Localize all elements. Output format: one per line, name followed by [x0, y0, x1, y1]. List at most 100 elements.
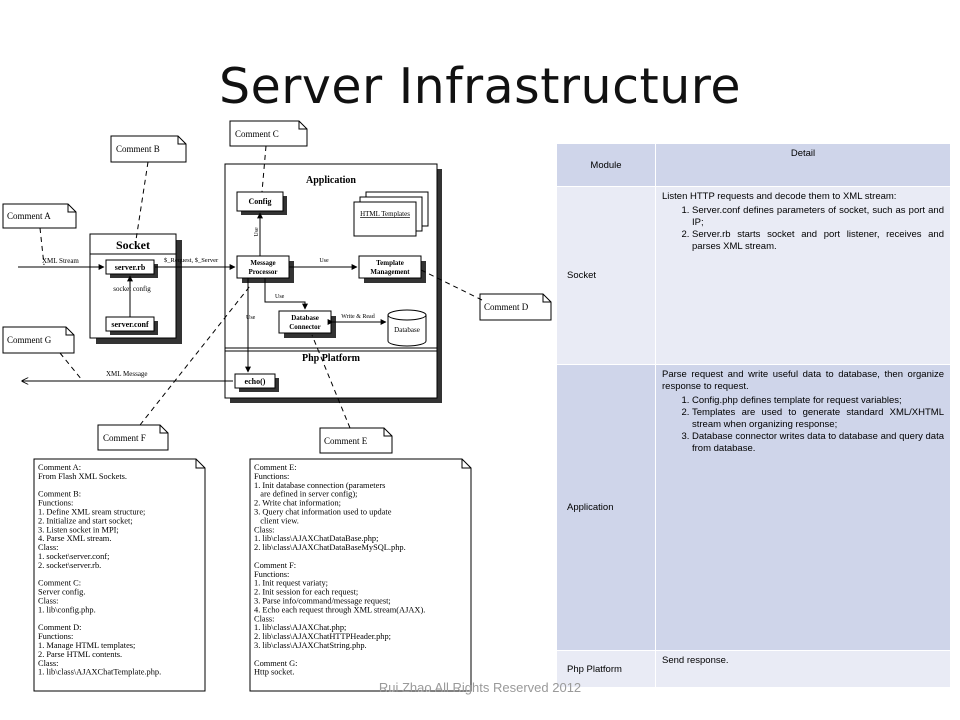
- note-line: 2. Init session for each request;: [254, 588, 358, 597]
- database-label: Database: [394, 326, 420, 334]
- message-processor-label-1: Message: [250, 259, 275, 267]
- comment-c-note: Comment C: [229, 120, 308, 147]
- table-header-row: Module Detail: [556, 143, 951, 187]
- comment-d-label: Comment D: [484, 302, 529, 312]
- note-line: 1. lib\config.php.: [38, 605, 96, 614]
- use-label-connector: Use: [275, 294, 285, 300]
- application-title: Application: [306, 175, 356, 186]
- module-detail-table: Module Detail Socket Listen HTTP request…: [556, 143, 951, 688]
- note-line: Comment C:: [38, 579, 81, 588]
- note-line: 1. Define XML sream structure;: [38, 508, 145, 517]
- note-line: 2. lib\class\AJAXChatHTTPHeader.php;: [254, 632, 391, 641]
- note-line: are defined in server config);: [254, 490, 357, 499]
- note-line: Http socket.: [254, 668, 294, 677]
- header-detail: Detail: [790, 148, 816, 159]
- note-line: 3. Parse info/command/message request;: [254, 597, 391, 606]
- note-line: From Flash XML Sockets.: [38, 472, 127, 481]
- note-line: [254, 552, 256, 561]
- list-item: Database connector writes data to databa…: [692, 431, 944, 455]
- note-line: Server config.: [38, 588, 85, 597]
- note-line: Class:: [38, 659, 58, 668]
- xml-stream-label: XML Stream: [42, 257, 79, 265]
- note-line: client view.: [254, 516, 299, 525]
- note-line: Functions:: [38, 499, 73, 508]
- write-read-label: Write & Read: [341, 314, 374, 320]
- note-line: Functions:: [254, 472, 289, 481]
- detail-socket-intro: Listen HTTP requests and decode them to …: [662, 191, 897, 202]
- note-line: 1. Init database connection (parameters: [254, 481, 385, 490]
- comments-notes-left: Comment A:From Flash XML Sockets. Commen…: [33, 458, 206, 692]
- note-line: [38, 614, 40, 623]
- note-line: Class:: [254, 525, 274, 534]
- comments-notes-right: Comment E:Functions:1. Init database con…: [249, 458, 472, 692]
- note-line: Class:: [38, 597, 58, 606]
- comment-b-note: Comment B: [110, 135, 187, 163]
- socket-package: Socket server.rb socket config server.co…: [89, 233, 182, 344]
- list-item: Config.php defines template for request …: [692, 395, 944, 407]
- detail-socket-list: Server.conf defines parameters of socket…: [662, 205, 944, 253]
- note-line: Comment B:: [38, 490, 81, 499]
- comment-e-label: Comment E: [324, 436, 368, 446]
- use-label-echo: Use: [246, 315, 256, 321]
- note-line: 2. Initialize and start socket;: [38, 516, 133, 525]
- note-line: 4. Parse XML stream.: [38, 534, 111, 543]
- module-socket: Socket: [567, 270, 597, 281]
- note-line: 3. Query chat information used to update: [254, 508, 392, 517]
- note-line: Comment F:: [254, 561, 296, 570]
- footer-copyright: Rui Zhao All Rights Reserved 2012: [378, 680, 582, 695]
- xml-message-label: XML Message: [106, 370, 148, 378]
- table-row: Socket Listen HTTP requests and decode t…: [556, 186, 951, 365]
- note-line: 2. Write chat information;: [254, 499, 341, 508]
- note-line: 2. Parse HTML contents.: [38, 650, 122, 659]
- socket-config-label: socket config: [113, 285, 151, 293]
- template-management-label-1: Template: [376, 259, 404, 267]
- detail-application-list: Config.php defines template for request …: [662, 395, 944, 455]
- comment-b-label: Comment B: [116, 144, 160, 154]
- list-item: Server.rb starts socket and port listene…: [692, 229, 944, 253]
- note-line: 1. lib\class\AJAXChat.php;: [254, 623, 346, 632]
- request-server-label: $_Request, $_Server: [164, 257, 219, 264]
- config-label: Config: [248, 197, 271, 206]
- notes-right-text: Comment E:Functions:1. Init database con…: [254, 463, 425, 677]
- server-conf-label: server.conf: [111, 320, 149, 329]
- detail-application-intro: Parse request and write useful data to d…: [662, 369, 944, 392]
- server-rb-label: server.rb: [115, 263, 146, 272]
- note-line: Class:: [38, 543, 58, 552]
- table-row: Php Platform Send response.: [556, 650, 951, 688]
- comment-g-note: Comment G: [2, 326, 75, 354]
- notes-left-text: Comment A:From Flash XML Sockets. Commen…: [38, 463, 161, 677]
- page-title: Server Infrastructure: [218, 58, 742, 115]
- database-connector-label-1: Database: [291, 314, 319, 322]
- note-line: Comment E:: [254, 463, 297, 472]
- comment-d-note: Comment D: [479, 293, 552, 321]
- header-module: Module: [590, 159, 622, 171]
- note-line: 2. socket\server.rb.: [38, 561, 101, 570]
- note-line: Functions:: [254, 570, 289, 579]
- note-line: 3. Listen socket in MPI;: [38, 525, 119, 534]
- application-package: Application Php Platform Config HTML Tem…: [224, 163, 442, 403]
- comment-c-label: Comment C: [235, 129, 279, 139]
- comment-connectors: [39, 145, 483, 429]
- note-line: 1. lib\class\AJAXChatDataBase.php;: [254, 534, 378, 543]
- note-line: Functions:: [38, 632, 73, 641]
- note-line: Comment A:: [38, 463, 81, 472]
- echo-label: echo(): [245, 377, 266, 386]
- table-row: Application Parse request and write usef…: [556, 364, 951, 651]
- module-application: Application: [567, 502, 614, 513]
- note-line: [38, 570, 40, 579]
- comment-f-note: Comment F: [97, 424, 169, 451]
- list-item: Server.conf defines parameters of socket…: [692, 205, 944, 229]
- comment-f-label: Comment F: [103, 433, 146, 443]
- template-management-label-2: Management: [370, 268, 410, 276]
- note-line: Comment G:: [254, 659, 298, 668]
- note-line: 3. lib\class\AJAXChatString.php.: [254, 641, 367, 650]
- html-templates-label: HTML Templates: [360, 210, 410, 218]
- use-label-config: Use: [254, 227, 260, 237]
- note-line: [38, 481, 40, 490]
- use-label-template: Use: [319, 258, 329, 264]
- php-platform-title: Php Platform: [302, 353, 361, 364]
- comment-a-note: Comment A: [2, 203, 77, 229]
- comment-a-label: Comment A: [7, 211, 51, 221]
- database-connector-label-2: Connector: [289, 323, 321, 331]
